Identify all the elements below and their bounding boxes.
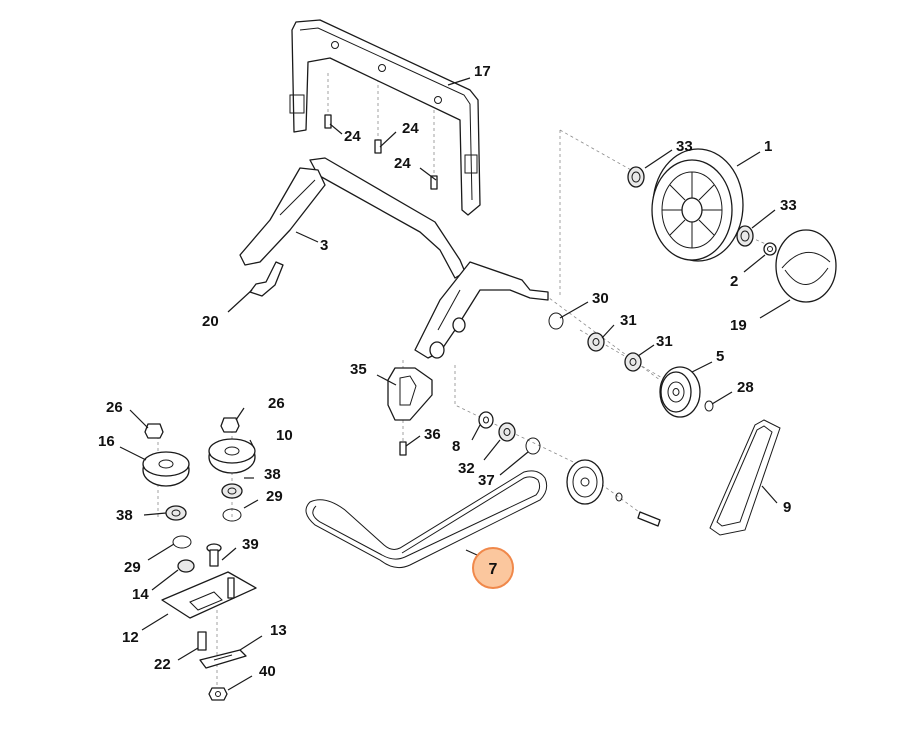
callout-38: 38 (264, 466, 281, 483)
part-2-nut (763, 242, 777, 256)
callout-30: 30 (592, 290, 609, 307)
callout-1: 1 (764, 138, 772, 155)
part-8-washer (478, 411, 494, 429)
callout-35: 35 (350, 361, 367, 378)
callout-16: 16 (98, 433, 115, 450)
part-12-plate (161, 571, 257, 619)
callout-24: 24 (402, 120, 419, 137)
highlight-circle[interactable] (472, 547, 514, 589)
part-32-bearing (498, 422, 516, 442)
part-37-circlip (525, 437, 541, 455)
callout-24: 24 (394, 155, 411, 172)
part-40-nut (208, 687, 228, 701)
part-28-ring (704, 400, 714, 412)
part-22-bolt (197, 631, 207, 651)
callout-33: 33 (676, 138, 693, 155)
callout-19: 19 (730, 317, 747, 334)
part-9-belt (709, 419, 781, 536)
callout-39: 39 (242, 536, 259, 553)
callout-26: 26 (268, 395, 285, 412)
part-5-pulley (659, 366, 701, 418)
part-17-handle-bracket (289, 19, 481, 216)
part-24-screws (324, 114, 438, 190)
part-20-clip (249, 261, 284, 297)
callout-3: 3 (320, 237, 328, 254)
callout-37: 37 (478, 472, 495, 489)
callout-labels: 17 24 24 24 3 20 33 1 33 2 19 30 31 31 5… (98, 63, 797, 680)
callout-10: 10 (276, 427, 293, 444)
callout-13: 13 (270, 622, 287, 639)
part-38-bearings (165, 483, 243, 521)
callout-7-highlight[interactable]: 7 (472, 547, 514, 589)
callout-24: 24 (344, 128, 361, 145)
callout-36: 36 (424, 426, 441, 443)
callout-31: 31 (620, 312, 637, 329)
callout-29: 29 (124, 559, 141, 576)
part-13-plate (199, 649, 247, 669)
part-1-wheel (651, 148, 744, 262)
callout-26: 26 (106, 399, 123, 416)
callout-5: 5 (716, 348, 724, 365)
callout-32: 32 (458, 460, 475, 477)
callout-14: 14 (132, 586, 149, 603)
callout-7[interactable]: 7 (489, 561, 498, 578)
callout-9: 9 (783, 499, 791, 516)
part-33-bushings (627, 166, 754, 247)
part-30-circlip (548, 312, 564, 330)
part-7-belt (305, 470, 548, 569)
part-31-bearings (587, 332, 642, 372)
part-35-tensioner (387, 367, 433, 421)
callout-20: 20 (202, 313, 219, 330)
callout-31: 31 (656, 333, 673, 350)
callout-8: 8 (452, 438, 460, 455)
callout-33: 33 (780, 197, 797, 214)
part-36-screw (399, 441, 407, 456)
callout-29: 29 (266, 488, 283, 505)
part-10-pulley (208, 438, 256, 474)
callout-40: 40 (259, 663, 276, 680)
leader-lines (119, 77, 791, 691)
callout-17: 17 (474, 63, 491, 80)
callout-38: 38 (116, 507, 133, 524)
part-29-circlips (172, 508, 242, 549)
callout-28: 28 (737, 379, 754, 396)
callout-22: 22 (154, 656, 171, 673)
part-14-spacer (177, 559, 195, 573)
part-3-frame (239, 157, 549, 359)
part-19-hub-cap (775, 229, 837, 303)
part-39-bolt (206, 543, 222, 567)
idler-gear (566, 459, 661, 527)
callout-2: 2 (730, 273, 738, 290)
part-26-nuts (144, 417, 240, 439)
part-16-pulley (142, 451, 190, 487)
callout-12: 12 (122, 629, 139, 646)
